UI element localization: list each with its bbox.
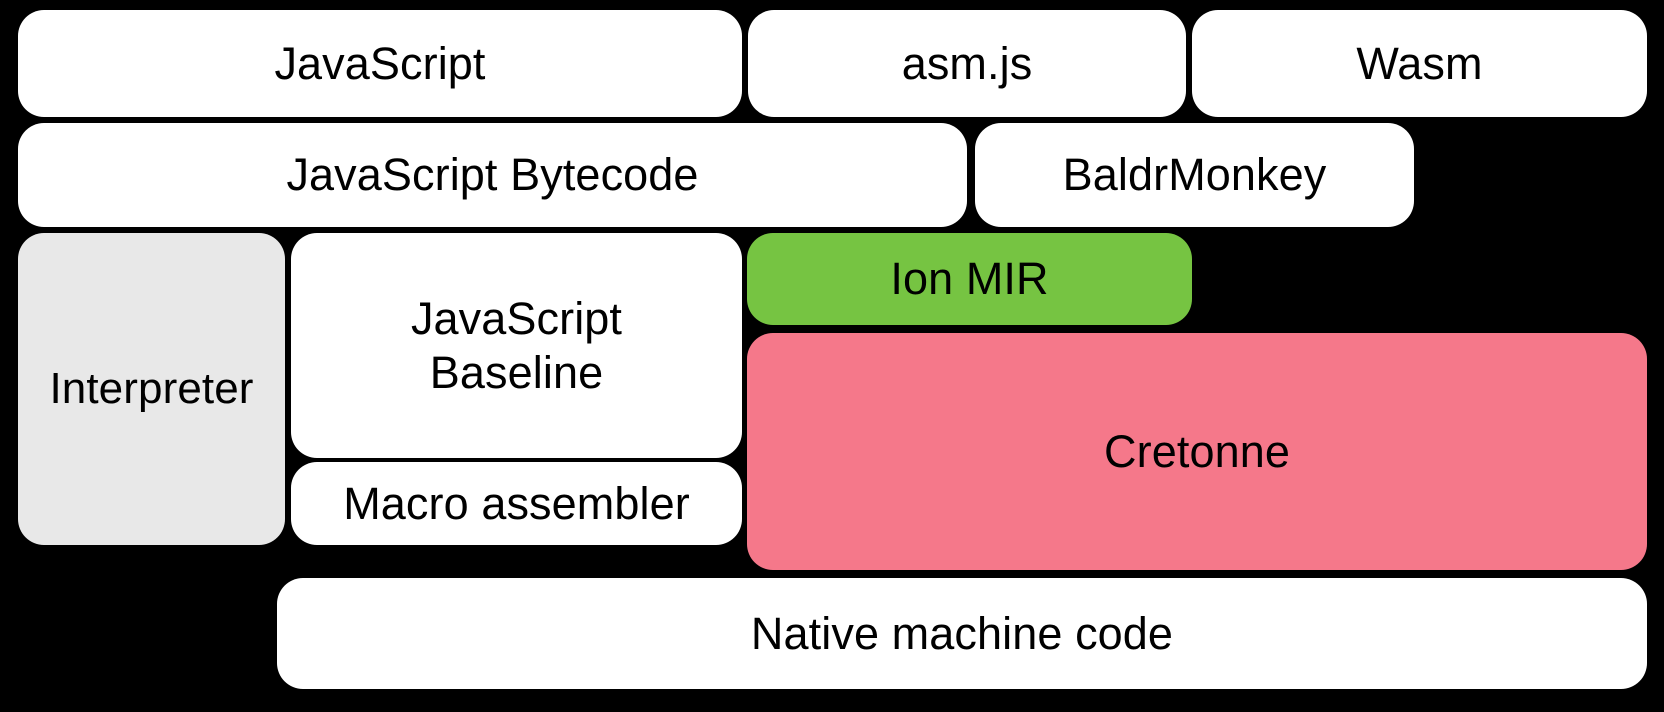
box-javascript-bytecode: JavaScript Bytecode <box>18 123 967 227</box>
box-asmjs: asm.js <box>748 10 1186 117</box>
box-baldrmonkey: BaldrMonkey <box>975 123 1414 227</box>
box-ion-mir: Ion MIR <box>747 233 1192 325</box>
box-macro-assembler: Macro assembler <box>291 462 742 545</box>
box-javascript: JavaScript <box>18 10 742 117</box>
box-native-machine-code: Native machine code <box>277 578 1647 689</box>
box-interpreter: Interpreter <box>18 233 285 545</box>
box-wasm: Wasm <box>1192 10 1647 117</box>
box-cretonne: Cretonne <box>747 333 1647 570</box>
box-javascript-baseline: JavaScript Baseline <box>291 233 742 458</box>
